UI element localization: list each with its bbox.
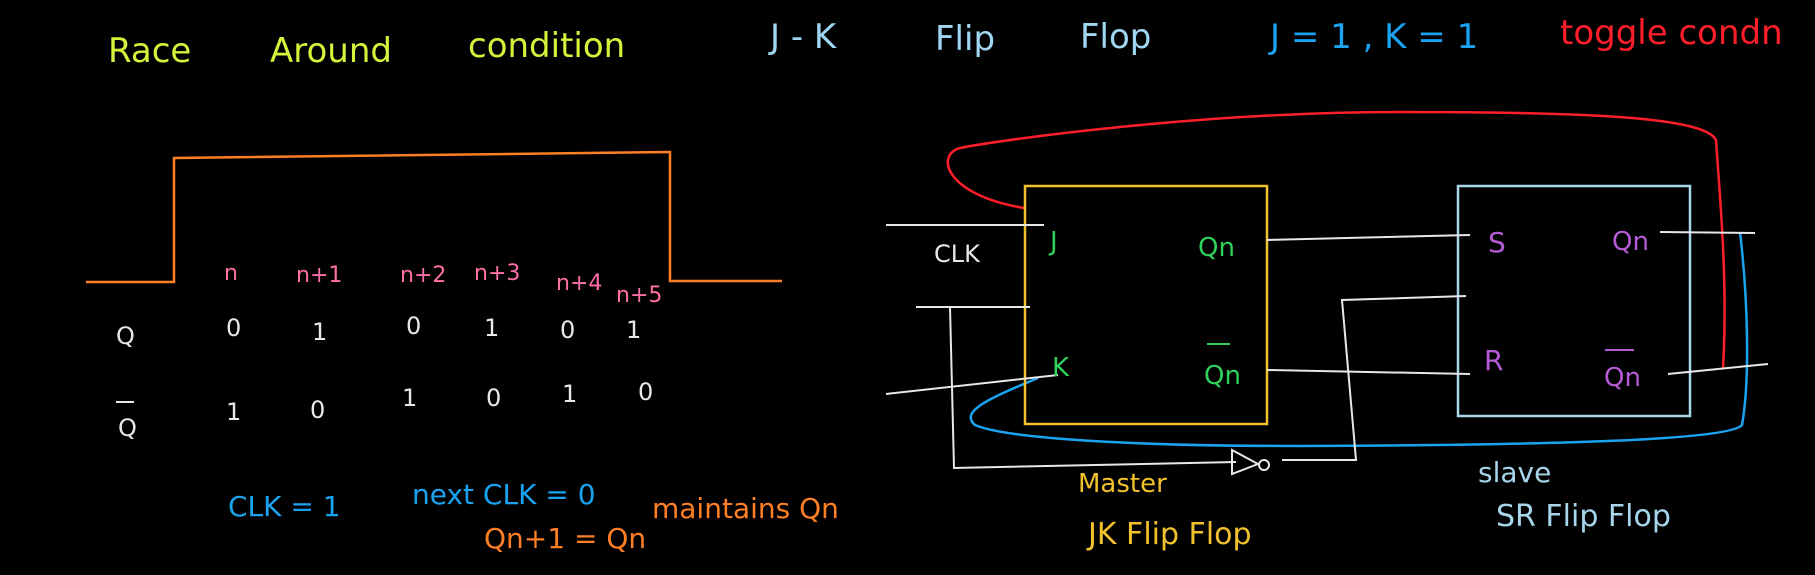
white-wires (885, 224, 1769, 476)
slave-r-label: R (1484, 344, 1503, 377)
red-feedback-wire (946, 110, 1726, 370)
q-value: 0 (406, 312, 421, 340)
inverter-symbol (1231, 448, 1261, 476)
q-value: 1 (626, 316, 641, 344)
count-labels: n n+1 n+2 n+3 n+4 n+5 (224, 261, 662, 308)
qbar-row: Q 1 0 1 0 1 0 (118, 378, 653, 442)
master-title-2: JK Flip Flop (1086, 517, 1252, 552)
qbar-value: 0 (638, 378, 653, 406)
master-qnbar-label: Qn (1204, 361, 1241, 391)
header-race: Race (108, 31, 191, 71)
header-condition: condition (468, 26, 625, 66)
master-k-label: K (1052, 353, 1070, 383)
slave-title-1: slave (1478, 456, 1551, 489)
master-title-1: Master (1078, 469, 1167, 499)
count-label: n+3 (474, 261, 520, 286)
inverter-bubble (1258, 459, 1270, 471)
header-flop: Flop (1080, 17, 1151, 57)
q-value: 0 (560, 316, 575, 344)
count-label: n+2 (400, 263, 446, 288)
master-labels: CLK J K Qn Qn Master JK Flip Flop (934, 227, 1252, 552)
master-qnbar-wire (1266, 369, 1471, 375)
slave-labels: S R Qn Qn slave SR Flip Flop (1478, 226, 1671, 534)
q-row: Q 0 1 0 1 0 1 (116, 312, 641, 350)
note-next-clk: next CLK = 0 (412, 478, 596, 511)
q-value: 1 (484, 314, 499, 342)
slave-qn-label: Qn (1612, 227, 1649, 257)
q-value: 0 (226, 314, 241, 342)
qbar-value: 0 (486, 384, 501, 412)
header-jk-values: J = 1 , K = 1 (1268, 17, 1478, 57)
count-label: n (224, 261, 238, 286)
slave-qnbar-label: Qn (1604, 363, 1641, 393)
slave-s-label: S (1488, 226, 1506, 259)
qbar-value: 1 (226, 398, 241, 426)
slave-box (1456, 184, 1692, 418)
qbar-value: 1 (562, 380, 577, 408)
slave-qnbar-out-wire (1667, 363, 1769, 375)
master-qn-wire (1266, 234, 1471, 241)
clock-line-to-slave (1282, 295, 1467, 461)
blue-feedback-wire (969, 231, 1749, 448)
header-flip: Flip (935, 19, 995, 59)
master-box (1023, 184, 1269, 426)
count-label: n+5 (616, 283, 662, 308)
notes: CLK = 1 next CLK = 0 Qn+1 = Qn maintains… (228, 478, 839, 555)
header-jk: J - K (768, 17, 838, 57)
qbar-value: 0 (310, 396, 325, 424)
clock-line-to-inverter (949, 306, 1237, 470)
master-j-label: J (1048, 227, 1058, 257)
count-label: n+1 (296, 263, 342, 288)
slave-title-2: SR Flip Flop (1496, 499, 1671, 534)
master-qn-label: Qn (1198, 233, 1235, 263)
qbar-label: Q (118, 414, 137, 442)
clock-pulse-waveform (86, 150, 782, 284)
note-maintains: maintains Qn (652, 492, 839, 525)
note-clk1: CLK = 1 (228, 490, 341, 523)
k-input-wire (885, 374, 1059, 395)
q-label: Q (116, 322, 135, 350)
slave-qn-out-wire (1659, 231, 1756, 234)
note-qn1: Qn+1 = Qn (484, 522, 646, 555)
count-label: n+4 (556, 271, 602, 296)
q-value: 1 (312, 318, 327, 346)
header-toggle: toggle condn (1560, 13, 1783, 53)
master-clk-label: CLK (934, 240, 981, 268)
qbar-value: 1 (402, 384, 417, 412)
header: Race Around condition J - K Flip Flop J … (108, 13, 1783, 71)
header-around: Around (270, 31, 392, 71)
